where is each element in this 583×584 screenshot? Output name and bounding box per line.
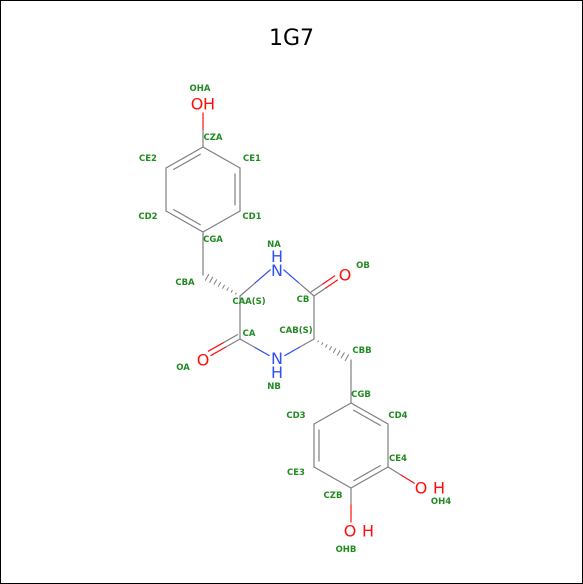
hydrogen-na: H [271, 247, 283, 266]
bond-cab-s-nb [284, 338, 315, 357]
atom-label-cba: CBA [175, 278, 195, 288]
bond-ce1-cd1 [234, 167, 241, 212]
bond-caa-s-cba [204, 273, 237, 295]
hydrogen-nb: H [271, 363, 283, 382]
atom-symbol-oha: O [191, 95, 204, 114]
atom-symbol-na: N [271, 261, 283, 280]
bond-cza-ce2 [165, 146, 204, 171]
bond-ce4-czb [350, 464, 389, 489]
atom-label-oa: OA [176, 363, 190, 373]
bond-cd1-cga [202, 210, 241, 233]
bond-cgb-cd3 [313, 402, 352, 425]
hydrogen-ohb: H [362, 522, 374, 541]
atom-label-cb: CB [297, 295, 310, 305]
bond-cb-ob [310, 275, 339, 297]
bond-ce4-oh4 [387, 466, 415, 484]
bond-ca-oa [207, 334, 241, 357]
atom-label-cd1: CD1 [242, 212, 261, 222]
atom-label-cgb: CGB [351, 390, 371, 400]
atom-label-cd3: CD3 [286, 411, 305, 421]
atom-label-caa-s: CAA(S) [232, 297, 265, 307]
hydrogen-oh4: H [433, 479, 445, 498]
atom-label-cga: CGA [203, 235, 223, 245]
bond-nb-ca [239, 338, 270, 357]
bond-cgb-cd4 [350, 402, 389, 427]
bond-cd2-cga [165, 208, 204, 233]
atom-symbol-nb: N [271, 349, 283, 368]
atom-label-ob: OB [356, 261, 370, 271]
hydrogen-oha: H [203, 95, 215, 114]
atom-symbol-ohb: O [344, 522, 357, 541]
atom-label-cd2: CD2 [138, 212, 157, 222]
atom-label-ohb: OHB [336, 545, 357, 555]
atom-label-ce2: CE2 [139, 154, 157, 164]
atom-label-ca: CA [243, 329, 256, 339]
atom-label-nb: NB [267, 382, 281, 392]
atom-label-oh4: OH4 [431, 497, 451, 507]
atom-label-cab-s: CAB(S) [279, 326, 312, 336]
bond-caa-s-na [239, 269, 271, 297]
atom-label-cza: CZA [204, 133, 223, 143]
atom-label-oha: OHA [190, 84, 211, 94]
molecule-title: 1G7 [268, 26, 315, 51]
atom-symbol-oa: O [197, 351, 210, 370]
atom-symbol-ob: O [339, 266, 352, 285]
atom-label-na: NA [267, 240, 281, 250]
atom-symbol-oh4: O [415, 479, 428, 498]
atom-label-ce1: CE1 [243, 154, 261, 164]
bond-ce3-czb [313, 466, 352, 489]
bond-cd3-ce3 [313, 423, 320, 468]
atom-label-cbb: CBB [352, 346, 371, 356]
atom-label-ce4: CE4 [389, 454, 407, 464]
bond-cab-s-cbb [317, 340, 350, 362]
bond-layer [165, 112, 415, 523]
atom-label-ce3: CE3 [287, 468, 305, 478]
bond-na-cb [283, 269, 315, 297]
atom-label-czb: CZB [324, 491, 343, 501]
bond-cza-ce1 [202, 146, 241, 169]
atom-label-cd4: CD4 [388, 411, 407, 421]
